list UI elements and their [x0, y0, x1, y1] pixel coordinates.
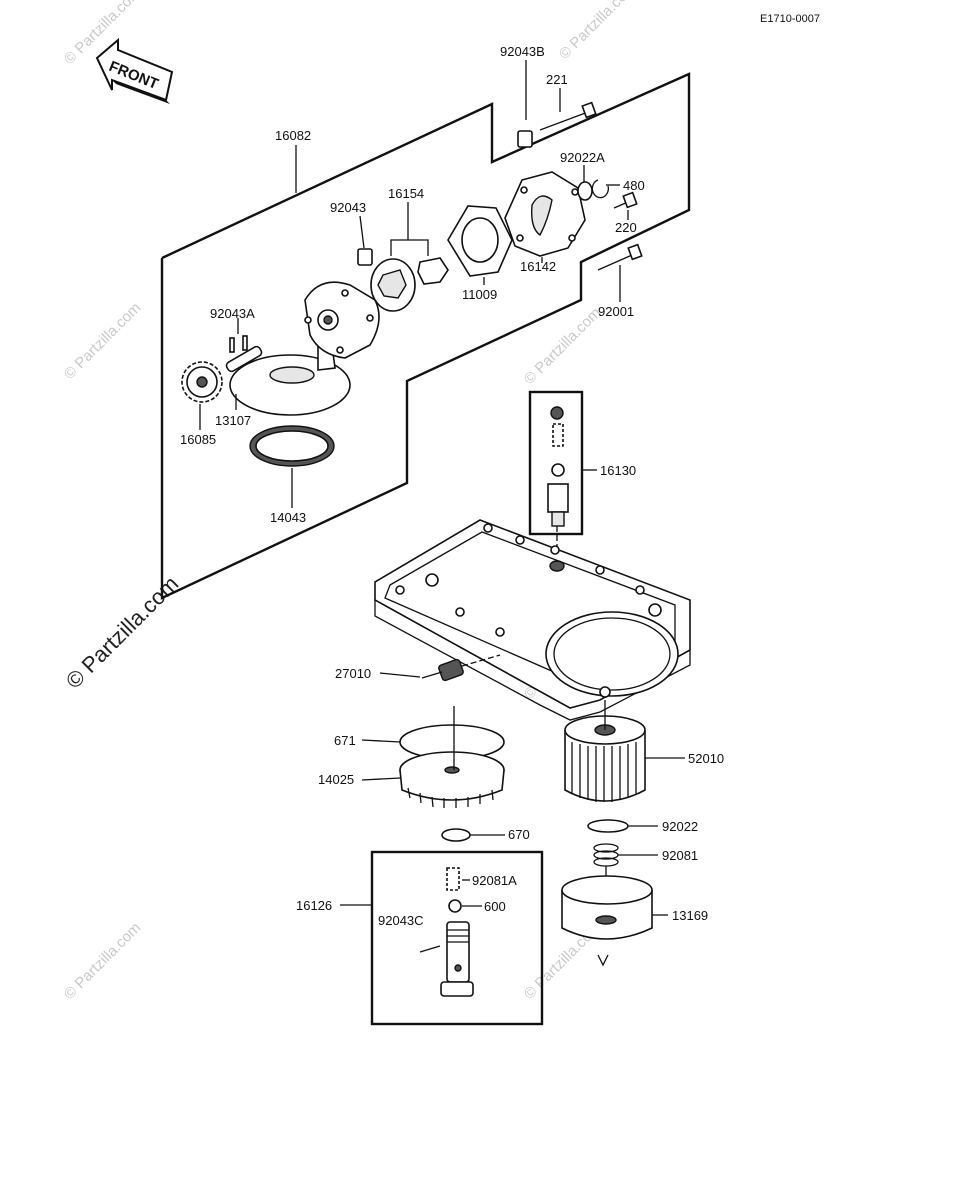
watermark-text: © Partzilla.com: [61, 919, 144, 1002]
sprocket-16085: [181, 361, 223, 403]
part-label-13107[interactable]: 13107: [215, 413, 251, 428]
rotor-16154: [370, 257, 449, 312]
washer-92022: [587, 819, 629, 833]
oring-670: [441, 828, 471, 842]
part-label-14043[interactable]: 14043: [270, 510, 306, 525]
watermark-text: © Partzilla.com: [556, 0, 639, 63]
part-label-16085[interactable]: 16085: [180, 432, 216, 447]
watermark-text: © Partzilla.com: [61, 299, 144, 382]
relief-valve-16130: [547, 406, 569, 527]
part-label-13169[interactable]: 13169: [672, 908, 708, 923]
oil-pan: [374, 519, 691, 721]
oil-pump-body: [229, 281, 380, 416]
part-label-92001[interactable]: 92001: [598, 304, 634, 319]
cover-16142: [504, 171, 586, 257]
part-label-92022[interactable]: 92022: [662, 819, 698, 834]
diagram-code: E1710-0007: [760, 13, 820, 25]
pins-92043A: [229, 335, 248, 353]
gasket-11009: [447, 205, 513, 277]
filter-cover-13169: [561, 875, 653, 967]
watermark-text: © Partzilla.com: [521, 304, 604, 387]
part-label-11009[interactable]: 11009: [462, 287, 497, 302]
shaft-13107: [225, 345, 263, 373]
part-label-671[interactable]: 671: [334, 733, 356, 748]
bolt-221: [539, 101, 597, 131]
assembly-outline-16082: [160, 72, 691, 600]
part-label-221[interactable]: 221: [546, 72, 568, 87]
washer-92022A: [577, 181, 593, 201]
pin-92043B: [517, 130, 533, 148]
part-label-16154[interactable]: 16154: [388, 186, 424, 201]
part-label-92043[interactable]: 92043: [330, 200, 366, 215]
part-label-480[interactable]: 480: [623, 178, 645, 193]
pin-92043: [357, 248, 373, 266]
watermark-text-dark: © Partzilla.com: [61, 571, 184, 694]
assembly-outline-16126: [370, 850, 544, 1026]
bolt-220: [613, 191, 638, 209]
leader-lines: [199, 60, 685, 916]
part-label-92081A[interactable]: 92081A: [472, 873, 517, 888]
screen-14043: [249, 425, 335, 467]
bolt-92001: [597, 243, 643, 271]
part-label-220[interactable]: 220: [615, 220, 637, 235]
part-label-16130[interactable]: 16130: [600, 463, 636, 478]
circlip-480: [591, 179, 609, 199]
spring-92081: [593, 843, 619, 867]
part-label-670[interactable]: 670: [508, 827, 530, 842]
front-arrow-icon: FRONT: [95, 37, 174, 104]
strainer-14025: [399, 724, 505, 808]
part-label-92043B[interactable]: 92043B: [500, 44, 545, 59]
part-label-16082[interactable]: 16082: [275, 128, 311, 143]
part-label-92022A[interactable]: 92022A: [560, 150, 605, 165]
part-label-16126[interactable]: 16126: [296, 898, 332, 913]
assembly-outline-16130: [528, 390, 584, 536]
part-label-14025[interactable]: 14025: [318, 772, 354, 787]
part-label-92043C[interactable]: 92043C: [378, 913, 424, 928]
part-labels: 16082 92043B 221 92022A 480 220 92043 16…: [180, 44, 724, 928]
part-label-27010[interactable]: 27010: [335, 666, 371, 681]
bypass-valve-16126: [419, 867, 474, 997]
part-label-16142[interactable]: 16142: [520, 259, 556, 274]
pressure-switch-27010: [421, 654, 501, 682]
part-label-92043A[interactable]: 92043A: [210, 306, 255, 321]
part-label-600[interactable]: 600: [484, 899, 506, 914]
part-label-92081[interactable]: 92081: [662, 848, 698, 863]
part-label-52010[interactable]: 52010: [688, 751, 724, 766]
